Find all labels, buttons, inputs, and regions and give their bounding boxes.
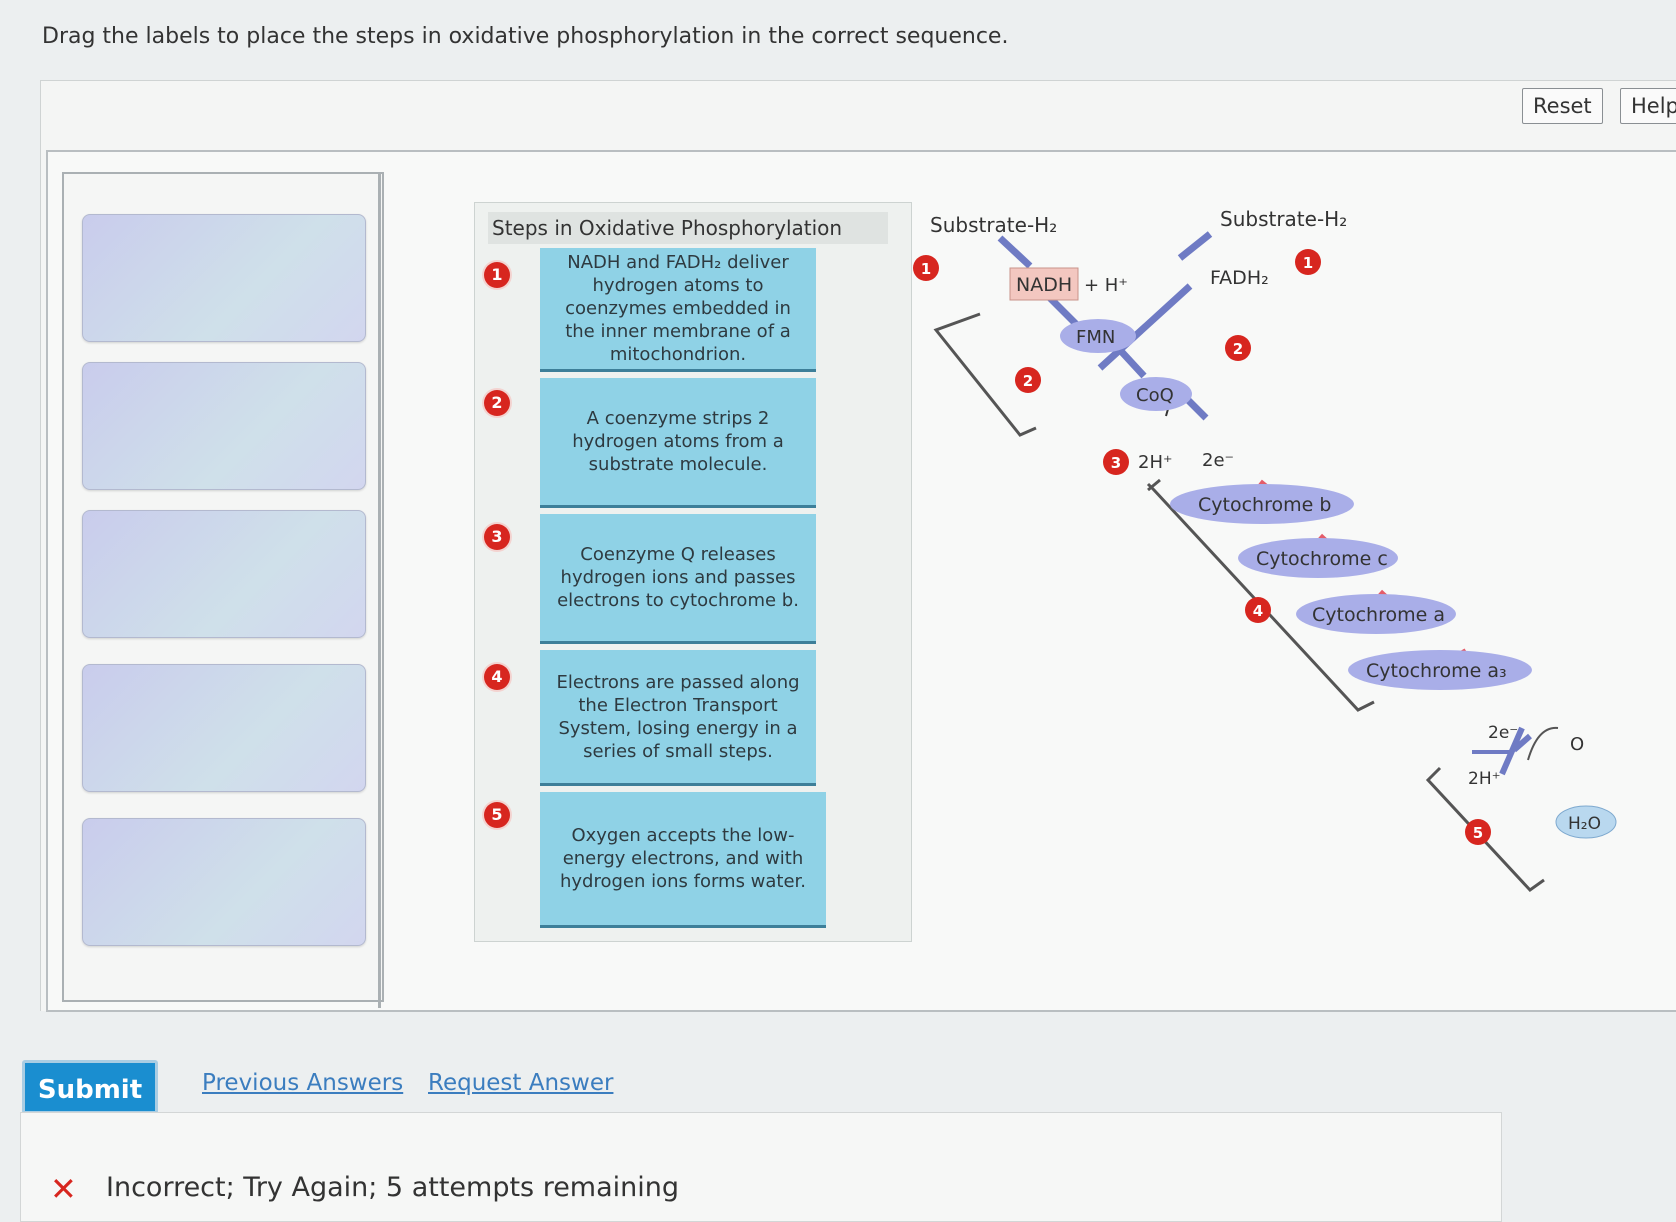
step-number-3: 3 xyxy=(484,524,510,550)
arrow-fadh2-coq xyxy=(1097,283,1193,371)
h-plus-label: + H⁺ xyxy=(1084,275,1128,296)
arrow-substrate-nadh xyxy=(997,235,1033,269)
step-text: Electrons are passed along the Electron … xyxy=(556,671,800,762)
marker-1-right: 1 xyxy=(1295,249,1321,275)
column-divider xyxy=(378,172,381,1008)
label-bank xyxy=(62,172,384,1002)
cytochrome-a3-label: Cytochrome a₃ xyxy=(1366,660,1507,682)
step-drop-target-1[interactable]: NADH and FADH₂ deliver hydrogen atoms to… xyxy=(540,248,816,372)
fadh2-label: FADH₂ xyxy=(1210,267,1269,289)
two-h-plus-bottom-label: 2H⁺ xyxy=(1468,769,1501,789)
cytochrome-a-label: Cytochrome a xyxy=(1312,604,1445,626)
feedback-text: Incorrect; Try Again; 5 attempts remaini… xyxy=(106,1172,680,1203)
marker-4: 4 xyxy=(1245,597,1271,623)
draggable-label-4[interactable] xyxy=(82,664,366,792)
oxygen-label: O xyxy=(1570,734,1584,755)
cytochrome-b-label: Cytochrome b xyxy=(1198,494,1331,516)
step-number-4: 4 xyxy=(484,664,510,690)
step-number-1: 1 xyxy=(484,262,510,288)
svg-text:2: 2 xyxy=(1233,340,1243,358)
arrow-substrate-fadh2 xyxy=(1177,231,1213,261)
coq-label: CoQ xyxy=(1136,385,1174,406)
bracket-step-2 xyxy=(933,312,1037,437)
substrate-left-label: Substrate-H₂ xyxy=(930,213,1057,237)
cytochrome-c-node xyxy=(1238,538,1398,578)
fmn-node xyxy=(1060,319,1136,353)
step-text: Oxygen accepts the low-energy electrons,… xyxy=(559,825,807,892)
marker-2-right: 2 xyxy=(1225,335,1251,361)
instruction-text: Drag the labels to place the steps in ox… xyxy=(42,24,1009,49)
arrow-fmn-coq xyxy=(1117,347,1147,379)
svg-text:4: 4 xyxy=(1253,602,1263,620)
step-drop-target-5[interactable]: Oxygen accepts the low-energy electrons,… xyxy=(540,792,826,928)
water-label: H₂O xyxy=(1568,814,1601,834)
svg-text:1: 1 xyxy=(921,260,931,278)
nadh-box xyxy=(1009,267,1079,301)
substrate-right-label: Substrate-H₂ xyxy=(1220,207,1347,231)
draggable-label-2[interactable] xyxy=(82,362,366,490)
coq-node xyxy=(1120,377,1192,411)
help-button[interactable]: Help xyxy=(1620,88,1676,124)
reset-button[interactable]: Reset xyxy=(1522,88,1603,124)
electron-transport-diagram: Substrate-H₂ Substrate-H₂ NADH + H⁺ FADH… xyxy=(913,207,1617,892)
previous-answers-link[interactable]: Previous Answers xyxy=(202,1070,404,1096)
two-h-plus-label: 2H⁺ xyxy=(1138,452,1173,473)
two-e-bottom-label: 2e⁻ xyxy=(1488,723,1518,743)
marker-3: 3 xyxy=(1103,449,1129,475)
svg-text:1: 1 xyxy=(1303,254,1313,272)
draggable-label-5[interactable] xyxy=(82,818,366,946)
marker-5: 5 xyxy=(1465,819,1491,845)
steps-title: Steps in Oxidative Phosphorylation xyxy=(488,212,888,244)
step-drop-target-2[interactable]: A coenzyme strips 2 hydrogen atoms from … xyxy=(540,378,816,508)
feedback-panel xyxy=(20,1112,1502,1222)
step-drop-target-4[interactable]: Electrons are passed along the Electron … xyxy=(540,650,816,786)
marker-1-left: 1 xyxy=(913,255,939,281)
step-number-5: 5 xyxy=(484,802,510,828)
nadh-label: NADH xyxy=(1016,274,1072,296)
water-node xyxy=(1555,805,1617,839)
step-text: Coenzyme Q releases hydrogen ions and pa… xyxy=(557,544,799,611)
cytochrome-a3-node xyxy=(1348,650,1532,690)
cytochrome-a-node xyxy=(1296,594,1456,634)
step-number-2: 2 xyxy=(484,390,510,416)
step-text: A coenzyme strips 2 hydrogen atoms from … xyxy=(572,408,784,475)
cytochrome-c-label: Cytochrome c xyxy=(1256,548,1388,570)
marker-2-left: 2 xyxy=(1015,367,1041,393)
draggable-label-1[interactable] xyxy=(82,214,366,342)
step-drop-target-3[interactable]: Coenzyme Q releases hydrogen ions and pa… xyxy=(540,514,816,644)
svg-text:2: 2 xyxy=(1023,372,1033,390)
submit-button[interactable]: Submit xyxy=(22,1060,158,1114)
error-x-icon: ✕ xyxy=(50,1170,77,1208)
step-text: NADH and FADH₂ deliver hydrogen atoms to… xyxy=(565,252,791,365)
svg-text:3: 3 xyxy=(1111,454,1121,472)
cytochrome-b-node xyxy=(1170,484,1354,524)
draggable-label-3[interactable] xyxy=(82,510,366,638)
request-answer-link[interactable]: Request Answer xyxy=(428,1070,614,1096)
fmn-label: FMN xyxy=(1076,327,1115,348)
svg-text:5: 5 xyxy=(1473,824,1483,842)
two-e-label: 2e⁻ xyxy=(1202,450,1234,471)
